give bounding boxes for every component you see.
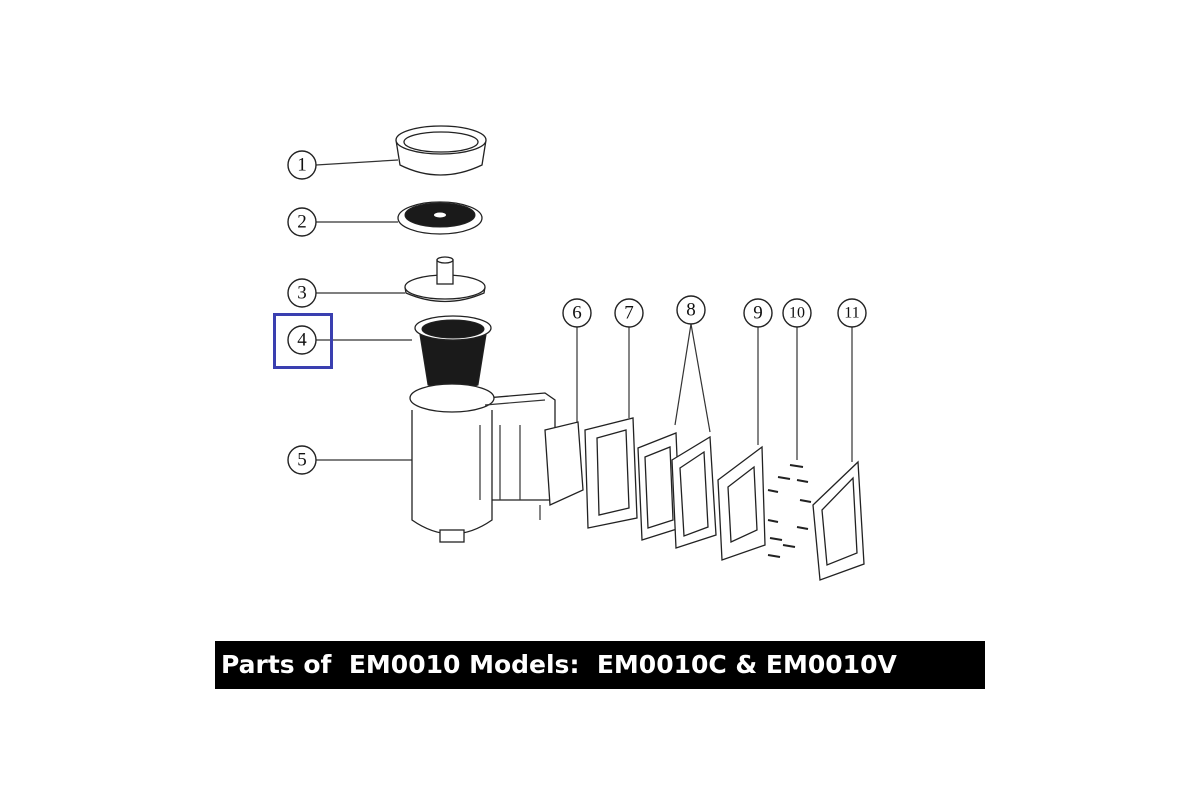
callout-5: 5 [287, 445, 317, 475]
callout-8: 8 [676, 295, 706, 325]
svg-text:1: 1 [297, 155, 307, 176]
callout-3: 3 [287, 278, 317, 308]
part-1-ring [395, 125, 487, 176]
svg-text:4: 4 [297, 330, 307, 351]
svg-text:5: 5 [297, 450, 307, 471]
part-3-cover [404, 256, 486, 303]
callout-4: 4 [287, 325, 317, 355]
svg-text:3: 3 [297, 283, 307, 304]
part-2-lid [397, 201, 483, 235]
callout-9: 9 [743, 298, 773, 328]
callout-11: 11 [837, 298, 867, 328]
highlight-box-callout-4 [273, 313, 333, 369]
svg-text:8: 8 [686, 300, 696, 321]
part-6-weir-flap [539, 421, 584, 520]
svg-text:9: 9 [753, 303, 763, 324]
caption-banner: Parts of EM0010 Models: EM0010C & EM0010… [215, 641, 985, 689]
part-4-basket [414, 315, 492, 390]
part-8-gaskets [637, 432, 717, 549]
callout-2: 2 [287, 207, 317, 237]
leader-lines [315, 159, 853, 462]
part-9-frame [717, 445, 766, 561]
callout-7: 7 [614, 298, 644, 328]
part-5-skimmer-body [409, 383, 556, 543]
svg-text:7: 7 [624, 303, 634, 324]
callout-6: 6 [562, 298, 592, 328]
svg-text:6: 6 [572, 303, 582, 324]
part-11-trim-frame [812, 460, 865, 581]
callout-1: 1 [287, 150, 317, 180]
svg-text:10: 10 [789, 305, 805, 322]
part-7-faceplate [584, 417, 638, 529]
svg-text:2: 2 [297, 212, 307, 233]
part-10-screws [767, 464, 812, 558]
callout-10: 10 [782, 298, 812, 328]
svg-text:11: 11 [844, 305, 859, 322]
